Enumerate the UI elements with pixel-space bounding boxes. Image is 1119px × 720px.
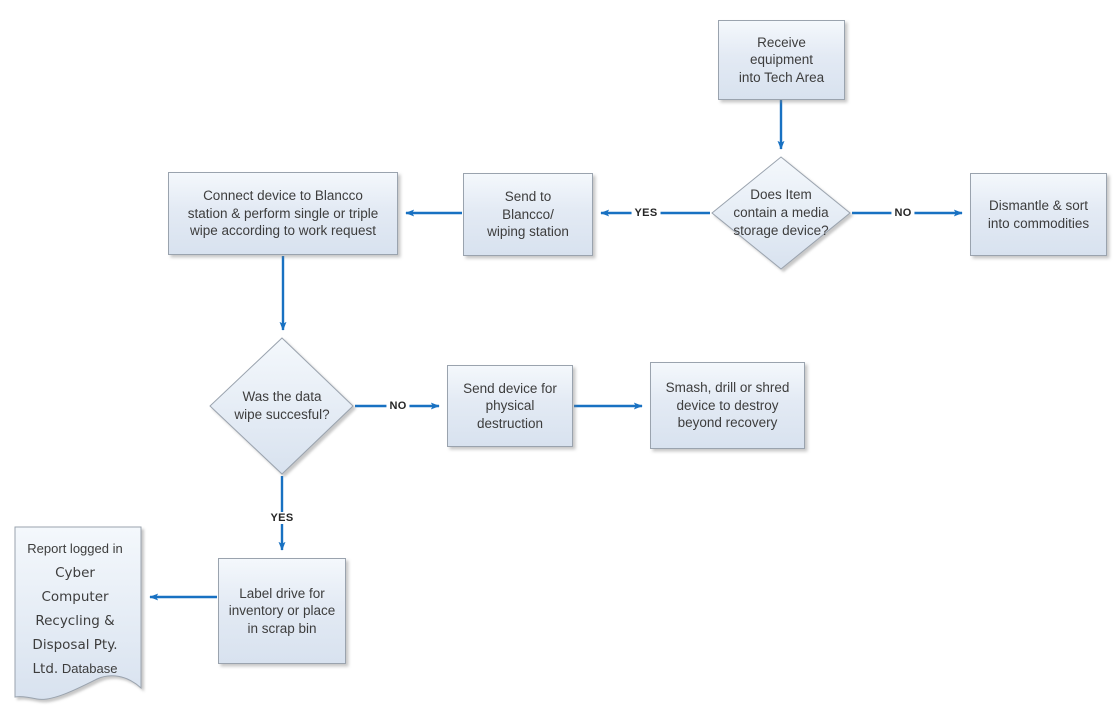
node-smash-drill-shred: Smash, drill or shred device to destroy … (650, 362, 805, 449)
node-receive-equipment: Receive equipment into Tech Area (718, 20, 845, 100)
edge-label-media-yes: YES (631, 207, 661, 219)
wipe-decision-label: Was the data wipe succesful? (234, 389, 330, 422)
edge-label-wipe-yes: YES (267, 512, 297, 524)
node-dismantle-sort: Dismantle & sort into commodities (970, 173, 1107, 256)
node-connect-device: Connect device to Blancco station & perf… (168, 172, 398, 255)
report-text-company-name: Cyber Computer Recycling & Disposal Pty.… (32, 565, 118, 677)
report-document-shape (14, 526, 142, 700)
report-text-part3: Database (61, 661, 118, 676)
node-send-to-blancco: Send to Blancco/ wiping station (463, 173, 593, 256)
wipe-decision-diamond (209, 337, 354, 475)
media-decision-label: Does Item contain a media storage device… (733, 187, 829, 238)
media-decision-diamond (711, 156, 851, 270)
node-label-drive: Label drive for inventory or place in sc… (218, 558, 346, 664)
node-send-physical-destruction: Send device for physical destruction (447, 365, 573, 447)
report-document-label: Report logged in Cyber Computer Recyclin… (20, 537, 130, 681)
edge-label-wipe-no: NO (386, 400, 410, 412)
report-text-part1: Report logged in (27, 541, 123, 556)
edge-label-media-no: NO (891, 207, 915, 219)
